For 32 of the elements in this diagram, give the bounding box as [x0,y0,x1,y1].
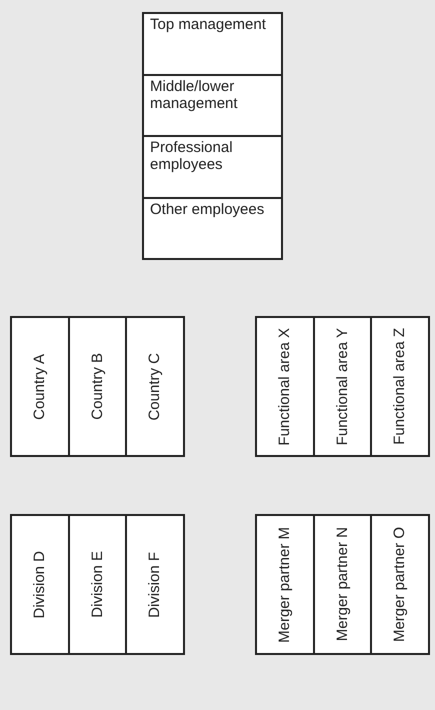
table-cell [370,316,430,457]
table-cell [312,316,372,457]
table-cell [142,74,283,137]
cell-label: Professional employees [150,139,233,173]
cell-label: Top management [150,16,266,33]
table-cell [125,316,184,457]
cell-label: Country C [146,352,164,420]
cell-label: Merger partner O [391,526,408,642]
cell-label: Other employees [150,200,264,218]
table-cell [68,514,127,655]
cell-label: Merger partner M [276,526,294,642]
cell-label: Functional area Y [334,328,351,446]
table-cell [142,196,283,260]
table-cell [370,514,430,655]
cell-label: Merger partner N [334,527,351,642]
table-cell [142,135,283,198]
table-cell [255,514,314,655]
table-cell [68,316,127,457]
cell-label: Functional area X [276,328,294,446]
table-cell [312,514,372,655]
cell-label: Functional area Z [391,328,408,445]
cell-label: Country B [88,353,106,420]
table-cell [125,514,184,655]
table-cell [10,514,70,655]
cell-label: Middle/lower management [150,78,238,112]
cell-label: Country A [31,354,48,420]
table-cell [10,316,70,457]
table-cell [255,316,314,457]
cell-label: Division F [146,552,164,618]
table-cell [142,12,283,76]
cell-label: Division D [31,550,48,618]
cell-label: Division E [88,551,106,618]
